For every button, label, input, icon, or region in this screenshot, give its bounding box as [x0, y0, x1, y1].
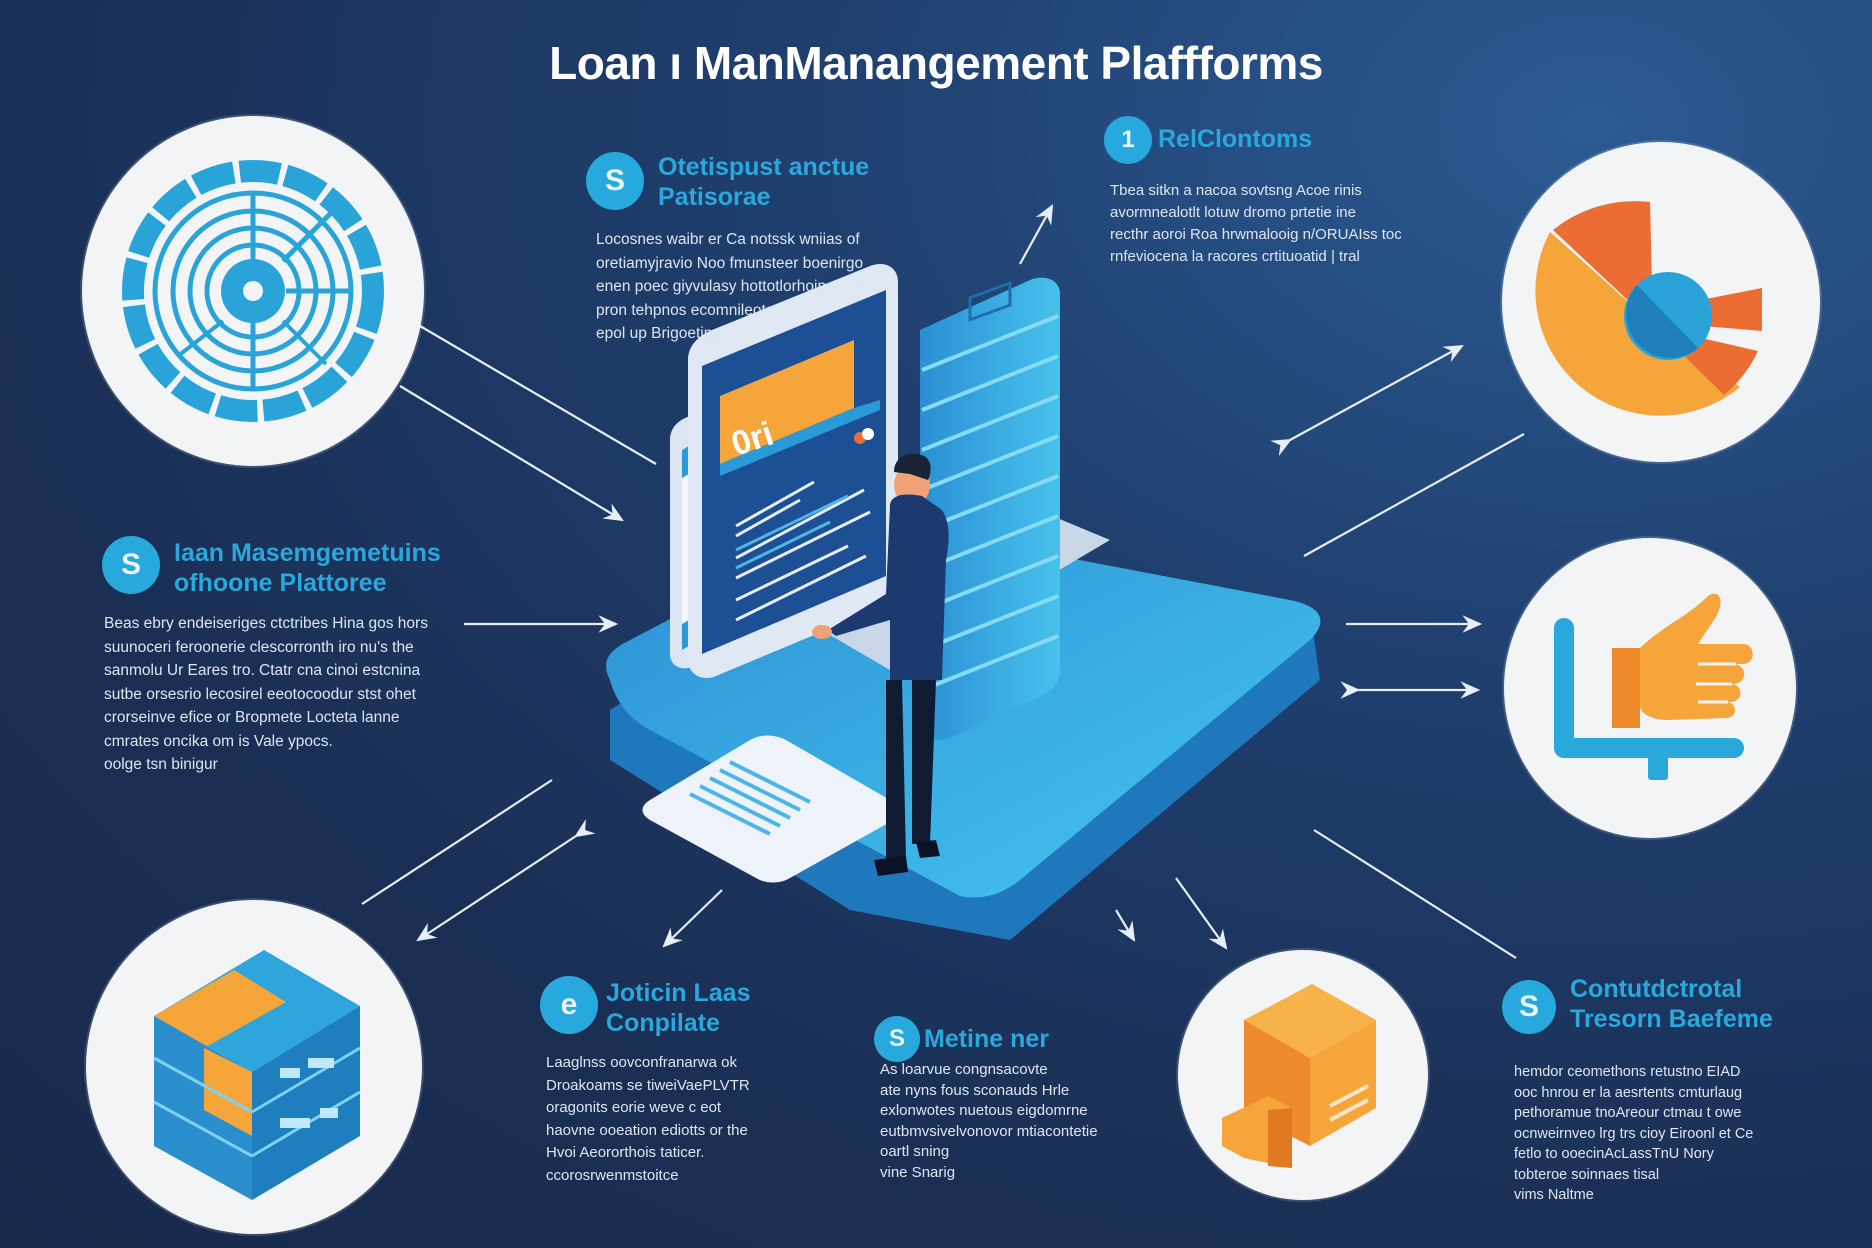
- document-swirl-icon: e: [540, 976, 598, 1034]
- arrow-line: [1270, 344, 1464, 457]
- section-title: RelClontoms: [1158, 125, 1313, 153]
- radar-target-icon: [122, 160, 384, 422]
- arrow-line: [419, 325, 657, 465]
- section-body: Beas ebry endeiseriges ctctribes Hina go…: [104, 615, 428, 773]
- server-stack-illustration: [920, 277, 1060, 741]
- isometric-platform-illustration: A7 0ri: [606, 263, 1321, 940]
- section-body: Tbea sitkn a nacoa sovtsng Acoe rinis av…: [1110, 182, 1402, 265]
- number-one-icon: 1: [1104, 116, 1152, 164]
- data-cube-icon: [153, 950, 361, 1200]
- page-title: Loan ı ManManangement Plaffforms: [549, 37, 1323, 89]
- arrow-line: [1019, 204, 1054, 265]
- person-illustration: [812, 453, 949, 876]
- dollar-icon: S: [1502, 980, 1556, 1034]
- arrow-line: [361, 779, 553, 905]
- pie-chart-icon: [1535, 201, 1762, 416]
- section-title: Metine ner: [924, 1025, 1050, 1053]
- thumbs-up-icon: [1554, 593, 1753, 780]
- dollar-icon: S: [874, 1016, 920, 1062]
- arrow-line: [662, 889, 723, 948]
- section-title: Iaan Masemgemetuins ofhoone Plattoree: [174, 539, 441, 597]
- section-title: Joticin Laas Conpilate: [606, 979, 751, 1037]
- arrow-line: [399, 385, 624, 522]
- arrow-line: [416, 818, 596, 942]
- section-body: As loarvue congnsacovte ate nyns fous sc…: [880, 1061, 1098, 1181]
- section-title: Contutdctrotal Tresorn Baefeme: [1570, 975, 1773, 1033]
- arrow-line: [1313, 829, 1517, 959]
- section-body: Laaglnss oovconfranarwa ok Droakoams se …: [546, 1054, 750, 1184]
- section-body: hemdor ceomethons retustno EIAD ooc hnro…: [1514, 1064, 1754, 1203]
- orange-box-icon: [1222, 984, 1376, 1168]
- section-title: Otetispust anctue Patisorae: [658, 153, 870, 211]
- arrow-line: [1115, 909, 1136, 942]
- dollar-swirl-icon: S: [586, 152, 644, 210]
- section-body: Locosnes waibr er Ca notssk wniias of or…: [596, 231, 866, 342]
- arrow-line: [1175, 877, 1228, 950]
- arrow-line: [1303, 433, 1525, 557]
- dollar-swirl-icon: S: [102, 536, 160, 594]
